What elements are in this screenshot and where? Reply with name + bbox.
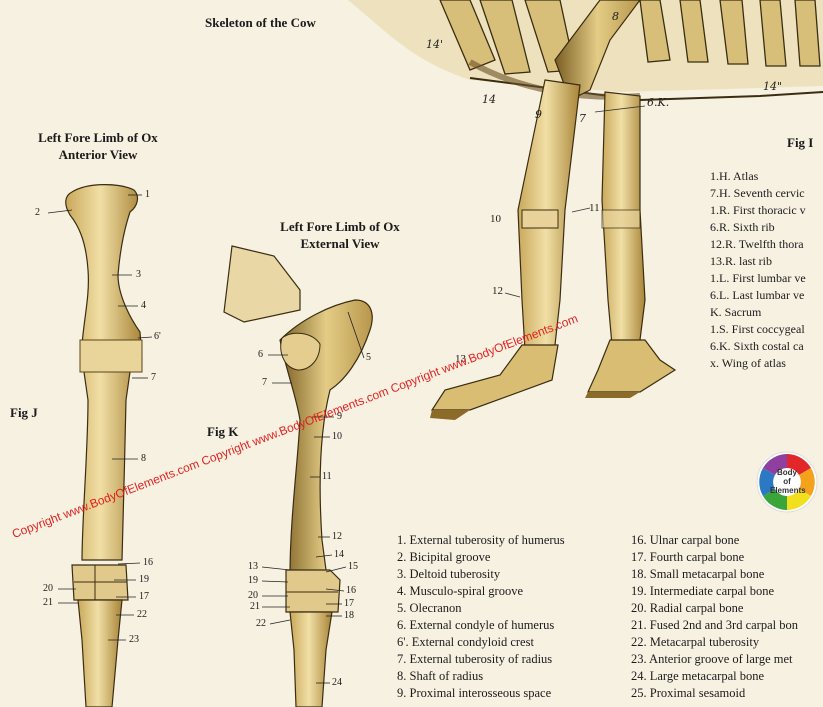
fig-j-number: 16 [143,557,153,568]
fig-k-number: 13 [248,561,258,572]
fig-j-number: 23 [129,634,139,645]
legend-item: 19. Intermediate carpal bone [631,584,774,598]
fig-k-number: 19 [248,575,258,586]
fig-j-number: 21 [43,597,53,608]
fig-i-legend: 1.H. Atlas 7.H. Seventh cervic 1.R. Firs… [710,168,806,372]
fig-j-number: 8 [141,453,146,464]
legend-item: 2. Bicipital groove [397,550,491,564]
legend-item: 22. Metacarpal tuberosity [631,635,760,649]
fig-j-number: 17 [139,591,149,602]
fig-j-number: 20 [43,583,53,594]
fig-k-number: 18 [344,610,354,621]
legend-item: 1. External tuberosity of humerus [397,533,565,547]
skeleton-label: 14" [763,80,783,93]
logo-line: Elements [770,486,806,495]
fig-k-number: 10 [332,431,342,442]
legend-item: 6. External condyle of humerus [397,618,555,632]
legend-item: 4. Musculo-spiral groove [397,584,524,598]
skeleton-label: 7 [579,112,586,125]
fig-k-number: 14 [334,549,344,560]
legend-item: 9. Proximal interosseous space [397,686,552,700]
fig-j-number: 6' [154,331,161,342]
fig-k-number: 6 [258,349,263,360]
fig-j-number: 4 [141,300,146,311]
legend-item: 18. Small metacarpal bone [631,567,765,581]
skeleton-label: 13 [455,353,466,365]
logo [756,451,818,513]
fig-j-number: 2 [35,207,40,218]
legend-item: 17. Fourth carpal bone [631,550,745,564]
fig-i-legend-item: K. Sacrum [710,305,762,319]
fig-k-number: 7 [262,377,267,388]
legend-item: 6'. External condyloid crest [397,635,534,649]
fig-k-number: 5 [366,352,371,363]
legend-right: 16. Ulnar carpal bone 17. Fourth carpal … [631,532,798,702]
fig-i-legend-item: x. Wing of atlas [710,356,786,370]
fig-i-legend-item: 1.R. First thoracic v [710,203,806,217]
fig-i-legend-item: 6.L. Last lumbar ve [710,288,805,302]
legend-left: 1. External tuberosity of humerus 2. Bic… [397,532,565,702]
fig-k-number: 22 [256,618,266,629]
legend-item: 7. External tuberosity of radius [397,652,553,666]
fig-k-limb [223,245,373,707]
page-title: Skeleton of the Cow [205,15,316,30]
fig-i-label: Fig I [787,135,814,150]
fig-j-label: Fig J [10,405,38,420]
fig-j-title: Left Fore Limb of Ox Anterior View [28,129,168,163]
legend-item: 3. Deltoid tuberosity [397,567,501,581]
legend-item: 23. Anterior groove of large met [631,652,793,666]
fig-k-label: Fig K [207,424,239,439]
skeleton-label: 12 [492,285,503,297]
fig-i-legend-item: 12.R. Twelfth thora [710,237,804,251]
fig-i-legend-item: 6.K. Sixth costal ca [710,339,804,353]
fig-j-number: 7 [151,372,156,383]
fig-i-legend-item: 7.H. Seventh cervic [710,186,805,200]
fig-k-number: 16 [346,585,356,596]
legend-item: 8. Shaft of radius [397,669,484,683]
fig-j-number: 1 [145,189,150,200]
fig-k-title: Left Fore Limb of Ox External View [270,218,410,252]
fig-j-limb [47,184,153,707]
fig-k-number: 11 [322,471,332,482]
legend-item: 5. Olecranon [397,601,462,615]
logo-text: Body of Elements [770,468,806,495]
fig-k-title-line1: Left Fore Limb of Ox [280,219,400,234]
fig-k-number: 20 [248,590,258,601]
legend-item: 16. Ulnar carpal bone [631,533,740,547]
legend-item: 24. Large metacarpal bone [631,669,765,683]
cow-skeleton [348,0,823,420]
fig-k-number: 17 [344,598,354,609]
fig-j-title-line1: Left Fore Limb of Ox [38,130,158,145]
legend-item: 21. Fused 2nd and 3rd carpal bon [631,618,798,632]
fig-j-number: 22 [137,609,147,620]
skeleton-label: 11 [589,202,600,214]
fig-k-number: 9 [337,411,342,422]
logo-line: of [783,477,791,486]
fig-i-legend-item: 6.R. Sixth rib [710,220,775,234]
fig-i-legend-item: 1.L. First lumbar ve [710,271,806,285]
fig-j-number: 19 [139,574,149,585]
skeleton-label: 14' [426,38,444,51]
fig-k-number: 21 [250,601,260,612]
fig-i-legend-item: 13.R. last rib [710,254,772,268]
fig-k-number: 24 [332,677,342,688]
skeleton-label: 14 [482,93,496,106]
legend-item: 20. Radial carpal bone [631,601,744,615]
fig-i-legend-item: 1.S. First coccygeal [710,322,805,336]
skeleton-label: 9 [535,108,542,121]
fig-j-title-line2: Anterior View [58,147,138,162]
fig-k-number: 12 [332,531,342,542]
fig-i-legend-item: 1.H. Atlas [710,169,759,183]
skeleton-label: 8 [612,10,619,23]
fig-k-number: 15 [348,561,358,572]
legend-item: 25. Proximal sesamoid [631,686,746,700]
skeleton-label: 10 [490,213,501,225]
fig-j-number: 3 [136,269,141,280]
skeleton-label: 6.K. [647,96,670,109]
logo-line: Body [777,468,797,477]
fig-k-title-line2: External View [300,236,380,251]
